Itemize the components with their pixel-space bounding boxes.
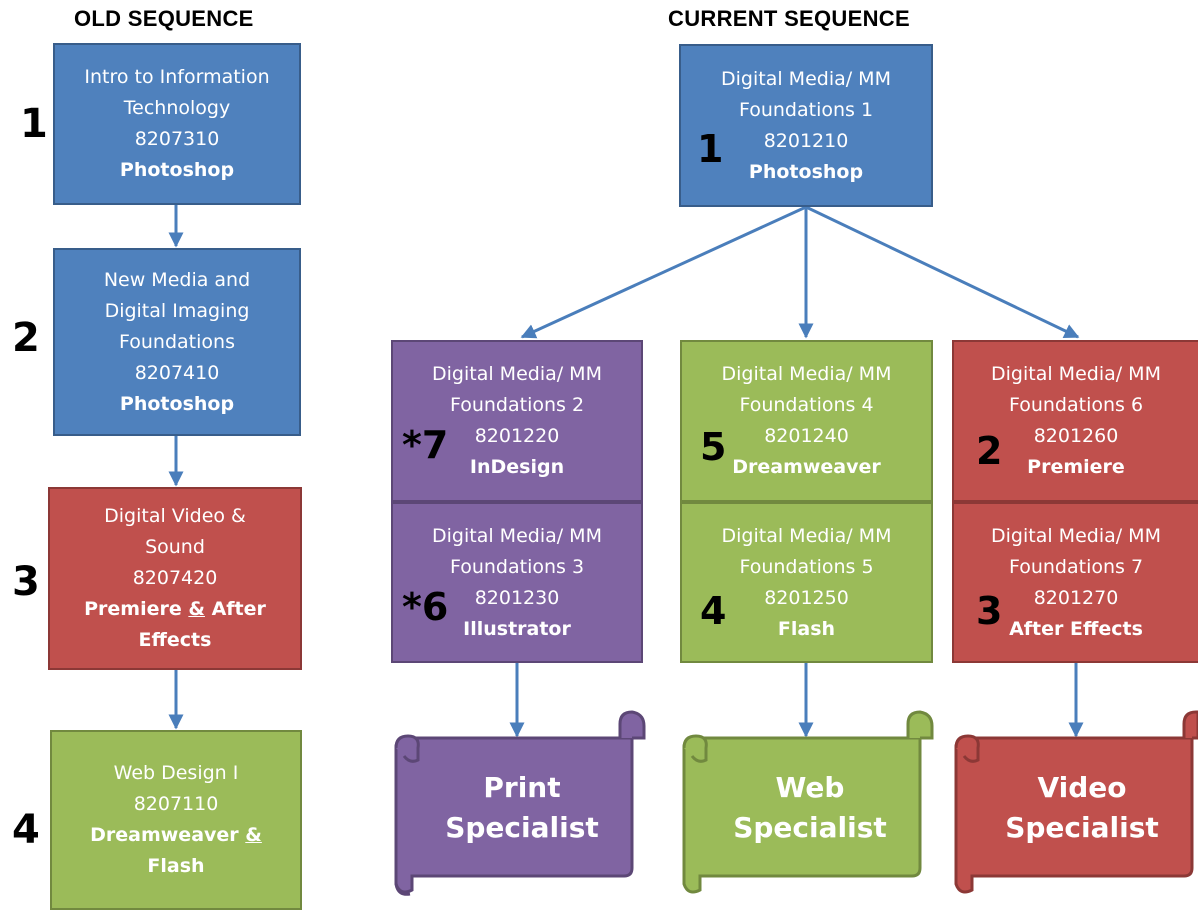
print-step-number-2: *6 <box>402 585 449 629</box>
course-name-line: Digital Media/ MM <box>991 524 1161 547</box>
scroll-video <box>954 710 1198 894</box>
old-course-box-1: Intro to Information Technology 8207310 … <box>53 43 301 205</box>
current-sequence-heading: CURRENT SEQUENCE <box>668 6 910 31</box>
old-course-box-2: New Media and Digital Imaging Foundation… <box>53 248 301 436</box>
course-name-line: Sound <box>145 536 205 558</box>
web-course-box-2: Digital Media/ MM Foundations 5 8201250 … <box>680 502 933 663</box>
specialist-line-2: Specialist <box>733 811 887 844</box>
video-step-number-1: 2 <box>976 429 1003 473</box>
course-name-line: Intro to Information <box>84 66 270 88</box>
old-sequence-heading: OLD SEQUENCE <box>74 6 254 31</box>
print-step-number-1: *7 <box>402 423 449 467</box>
video-specialist-label: Video Specialist <box>972 768 1192 848</box>
course-name-line: Digital Imaging <box>104 299 250 322</box>
web-specialist-label: Web Specialist <box>700 768 920 848</box>
course-name-line: Digital Media/ MM <box>432 363 602 385</box>
specialist-line-1: Web <box>775 771 845 804</box>
course-name-line: Foundations 4 <box>739 394 874 416</box>
course-name-line: Digital Media/ MM <box>991 363 1161 385</box>
software-dreamweaver: Dreamweaver <box>90 824 239 846</box>
course-code: 8201220 <box>474 425 560 447</box>
old-step-number-3: 3 <box>12 559 40 605</box>
web-course-box-1: Digital Media/ MM Foundations 4 8201240 … <box>680 340 933 502</box>
course-code: 8207410 <box>134 361 220 384</box>
course-software: Flash <box>777 617 836 640</box>
old-step-number-4: 4 <box>12 807 40 853</box>
course-name-line: Digital Media/ MM <box>721 363 892 385</box>
course-code: 8207310 <box>134 128 220 150</box>
arrow-top-to-video <box>805 205 1080 339</box>
course-software: Dreamweaver <box>732 456 881 478</box>
current-step-number: 1 <box>697 127 724 171</box>
current-course-box-1: Digital Media/ MM Foundations 1 8201210 … <box>679 44 933 207</box>
course-name-line: Foundations <box>119 330 235 353</box>
web-step-number-2: 4 <box>700 589 727 633</box>
course-code: 8201250 <box>764 586 849 609</box>
print-course-box-1: Digital Media/ MM Foundations 2 8201220 … <box>391 340 643 502</box>
course-software: Dreamweaver & <box>90 820 262 851</box>
specialist-line-1: Print <box>483 771 561 804</box>
old-course-box-3: Digital Video & Sound 8207420 Premiere &… <box>48 487 302 670</box>
course-name-line: Digital Video & <box>104 505 246 527</box>
course-code: 8201260 <box>1033 425 1119 447</box>
old-course-box-4: Web Design I 8207110 Dreamweaver & Flash <box>50 730 302 910</box>
scroll-print <box>394 710 646 896</box>
course-name-line: Foundations 6 <box>1008 394 1144 416</box>
course-software: Premiere & After <box>84 594 266 625</box>
specialist-line-2: Specialist <box>1005 811 1159 844</box>
course-name-line: Foundations 1 <box>738 98 874 121</box>
software-after: After <box>211 598 266 620</box>
course-software: After Effects <box>1009 617 1143 640</box>
course-software: Photoshop <box>748 160 864 183</box>
course-software: Photoshop <box>119 392 235 415</box>
course-name-line: Foundations 2 <box>449 394 585 416</box>
course-code: 8201210 <box>763 129 849 152</box>
course-name-line: Digital Media/ MM <box>721 524 892 547</box>
course-software: InDesign <box>469 456 565 478</box>
course-name-line: Foundations 5 <box>739 555 874 578</box>
course-software: Photoshop <box>119 159 235 181</box>
course-software-cont: Flash <box>147 855 205 877</box>
print-course-box-2: Digital Media/ MM Foundations 3 8201230 … <box>391 502 643 663</box>
video-course-box-1: Digital Media/ MM Foundations 6 8201260 … <box>952 340 1198 502</box>
ampersand: & <box>188 598 205 620</box>
course-code: 8207110 <box>133 793 219 815</box>
scroll-web <box>682 710 934 894</box>
course-software: Premiere <box>1027 456 1125 478</box>
software-premiere: Premiere <box>84 598 182 620</box>
course-name-line: Web Design I <box>113 762 239 784</box>
course-name-line: Foundations 7 <box>1008 555 1144 578</box>
specialist-line-2: Specialist <box>445 811 599 844</box>
course-code: 8201240 <box>764 425 849 447</box>
video-step-number-2: 3 <box>976 589 1003 633</box>
course-code: 8201230 <box>474 586 560 609</box>
arrow-top-to-print <box>520 205 807 339</box>
course-name-line: Digital Media/ MM <box>721 67 891 90</box>
course-name-line: New Media and <box>103 268 251 291</box>
video-course-box-2: Digital Media/ MM Foundations 7 8201270 … <box>952 502 1198 663</box>
course-name-line: Foundations 3 <box>449 555 585 578</box>
old-step-number-1: 1 <box>20 101 48 147</box>
course-software: Illustrator <box>463 617 571 640</box>
course-name-line: Technology <box>123 97 231 119</box>
specialist-line-1: Video <box>1037 771 1127 804</box>
print-specialist-label: Print Specialist <box>412 768 632 848</box>
web-step-number-1: 5 <box>700 425 727 469</box>
old-step-number-2: 2 <box>12 315 40 361</box>
ampersand: & <box>245 824 262 846</box>
course-name-line: Digital Media/ MM <box>432 524 602 547</box>
course-software-cont: Effects <box>138 629 212 651</box>
course-code: 8207420 <box>132 567 218 589</box>
course-code: 8201270 <box>1033 586 1119 609</box>
